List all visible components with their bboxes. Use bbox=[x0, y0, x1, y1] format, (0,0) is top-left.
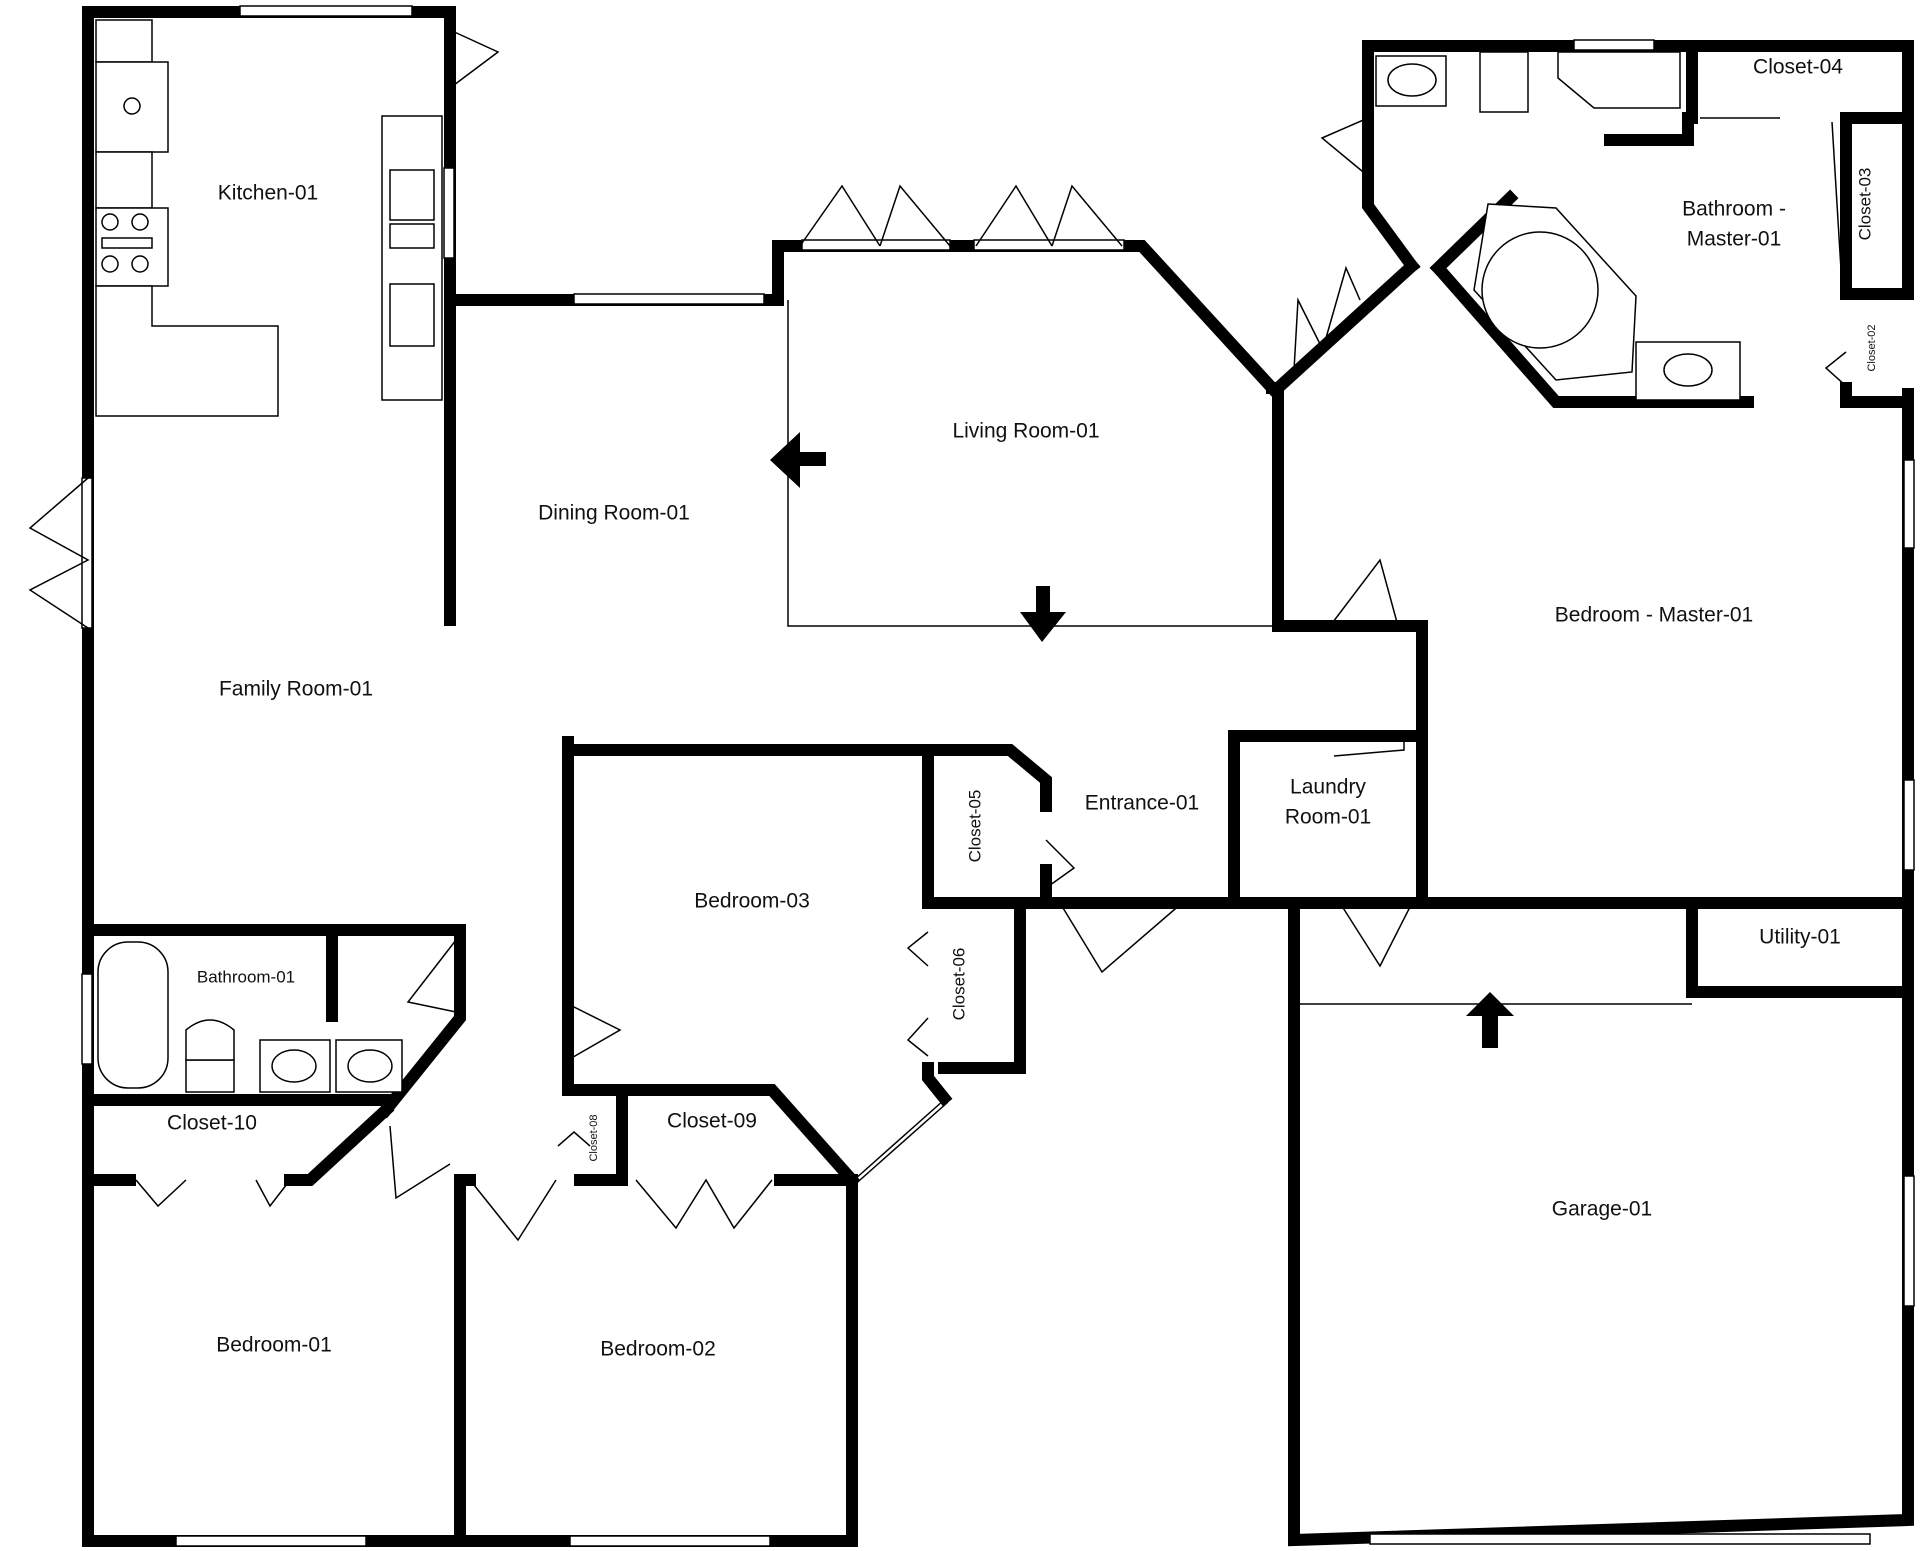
label-living-room: Living Room-01 bbox=[952, 420, 1099, 443]
label-laundry-line2: Room-01 bbox=[1285, 806, 1371, 829]
label-closet-10: Closet-10 bbox=[167, 1112, 257, 1135]
label-closet-02: Closet-02 bbox=[1866, 324, 1878, 371]
label-entrance: Entrance-01 bbox=[1085, 792, 1199, 815]
label-garage: Garage-01 bbox=[1552, 1198, 1652, 1221]
label-closet-09: Closet-09 bbox=[667, 1110, 757, 1133]
room-labels: Kitchen-01 Living Room-01 Dining Room-01… bbox=[167, 56, 1878, 1361]
label-kitchen: Kitchen-01 bbox=[218, 182, 318, 205]
label-dining-room: Dining Room-01 bbox=[538, 502, 690, 525]
label-closet-05: Closet-05 bbox=[965, 790, 984, 863]
label-bedroom-02: Bedroom-02 bbox=[600, 1338, 716, 1361]
label-closet-08: Closet-08 bbox=[588, 1114, 600, 1161]
label-bedroom-01: Bedroom-01 bbox=[216, 1334, 332, 1357]
label-bathroom-master-line2: Master-01 bbox=[1687, 228, 1782, 251]
fixtures bbox=[95, 19, 1741, 1093]
label-bathroom-master-line1: Bathroom - bbox=[1682, 198, 1786, 221]
label-bedroom-master: Bedroom - Master-01 bbox=[1555, 604, 1753, 627]
label-laundry-line1: Laundry bbox=[1290, 776, 1366, 799]
label-closet-06: Closet-06 bbox=[949, 948, 968, 1021]
thin-lines bbox=[28, 5, 1915, 1547]
label-bathroom-01: Bathroom-01 bbox=[197, 967, 295, 986]
label-closet-04: Closet-04 bbox=[1753, 56, 1843, 79]
label-bedroom-03: Bedroom-03 bbox=[694, 890, 810, 913]
label-closet-03: Closet-03 bbox=[1855, 168, 1874, 241]
label-utility: Utility-01 bbox=[1759, 926, 1841, 949]
label-family-room: Family Room-01 bbox=[219, 678, 373, 701]
